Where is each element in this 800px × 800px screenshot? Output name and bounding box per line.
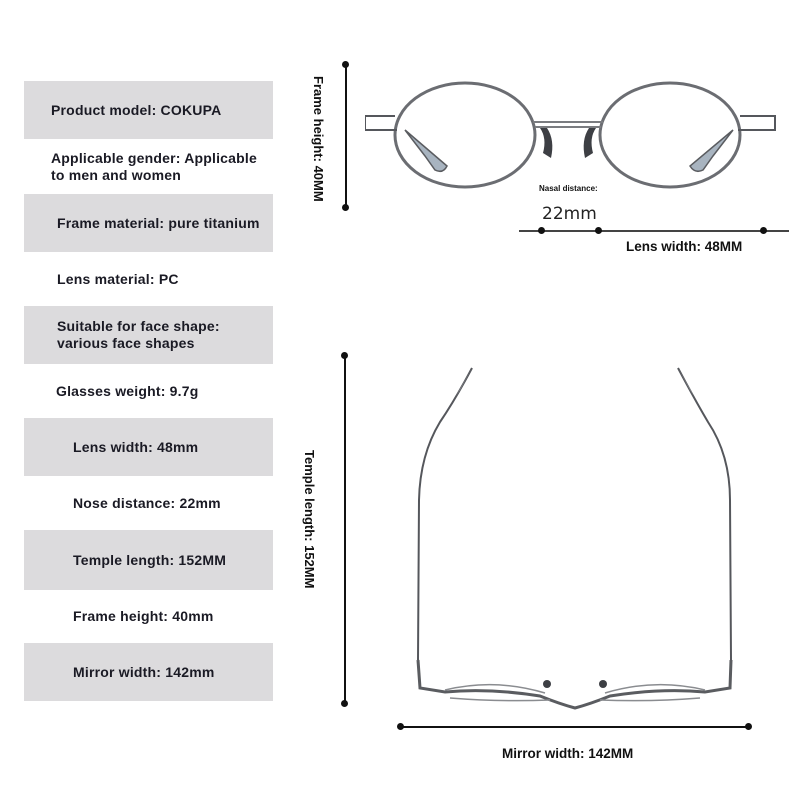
dimension-dot <box>341 352 348 359</box>
dimension-dot <box>397 723 404 730</box>
spec-text: Nose distance: 22mm <box>73 494 221 511</box>
spec-text: Mirror width: 142mm <box>73 663 215 680</box>
spec-text: Frame height: 40mm <box>73 608 214 624</box>
dimension-dot <box>538 227 545 234</box>
glasses-front-view-image <box>365 81 776 189</box>
spec-table: Product model: COKUPA Applicable gender:… <box>24 81 273 701</box>
lens-width-label: Lens width: 48MM <box>626 239 743 254</box>
spec-text: Lens material: PC <box>57 270 179 287</box>
spec-frame-material: Frame material: pure titanium <box>24 194 273 252</box>
temple-length-label: Temple length: 152MM <box>302 450 317 589</box>
spec-weight: Glasses weight: 9.7g <box>24 364 273 418</box>
spec-text: Applicable gender: Applicable to men and… <box>51 149 257 183</box>
spec-lens-material: Lens material: PC <box>24 252 273 306</box>
nasal-distance-value: 22mm <box>542 204 597 224</box>
spec-face-shape: Suitable for face shape: various face sh… <box>24 306 273 364</box>
spec-temple-length: Temple length: 152MM <box>24 530 273 590</box>
spec-product-model: Product model: COKUPA <box>24 81 273 139</box>
dimension-dot <box>342 61 349 68</box>
spec-gender: Applicable gender: Applicable to men and… <box>24 139 273 194</box>
dimension-dot <box>341 700 348 707</box>
spec-text: Temple length: 152MM <box>73 551 227 568</box>
spec-text: Frame material: pure titanium <box>57 214 260 231</box>
nasal-distance-label: Nasal distance: <box>539 184 598 193</box>
frame-height-label: Frame height: 40MM <box>311 76 326 202</box>
spec-lens-width: Lens width: 48mm <box>24 418 273 476</box>
dimension-dot <box>595 227 602 234</box>
dimension-dot <box>760 227 767 234</box>
spec-text: Glasses weight: 9.7g <box>56 382 199 399</box>
dimension-dot <box>342 204 349 211</box>
frame-height-line <box>345 64 347 208</box>
lens-width-line <box>519 230 789 232</box>
mirror-width-line <box>400 726 750 728</box>
spec-text: Lens width: 48mm <box>73 438 199 455</box>
spec-nose-distance: Nose distance: 22mm <box>24 476 273 530</box>
mirror-width-label: Mirror width: 142MM <box>502 746 634 761</box>
glasses-top-view-image <box>416 367 733 710</box>
temple-length-line <box>344 356 346 704</box>
spec-mirror-width: Mirror width: 142mm <box>24 643 273 701</box>
spec-frame-height: Frame height: 40mm <box>24 590 273 643</box>
spec-text: Product model: COKUPA <box>51 101 222 118</box>
spec-text: Suitable for face shape: various face sh… <box>57 318 220 351</box>
dimension-dot <box>745 723 752 730</box>
